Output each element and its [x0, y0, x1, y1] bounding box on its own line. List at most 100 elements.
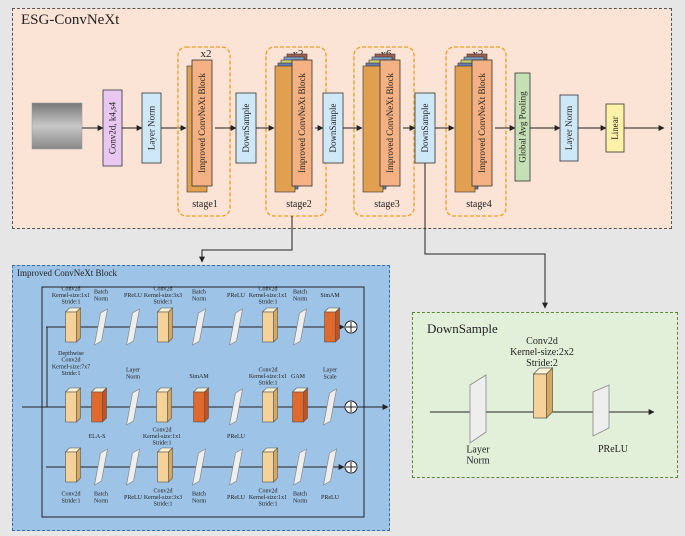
stage-border-1	[177, 46, 231, 217]
text-line: SimAM	[189, 374, 209, 380]
row2-conv-6-side	[273, 387, 278, 423]
text-line: Norm	[293, 296, 307, 302]
block-inner-frame	[41, 286, 365, 518]
text-line: Scale	[324, 374, 337, 380]
text-line: Linear	[610, 116, 620, 139]
row2-conv-0-side	[76, 387, 81, 423]
row3-label-2: PReLU	[124, 495, 143, 501]
improved-block-3	[379, 59, 401, 187]
row2-attn-1-side	[102, 387, 107, 423]
downsample-panel-title: DownSample	[427, 321, 498, 336]
text-line: Conv2d	[258, 367, 277, 373]
conv-stem-label: Conv2d, k4,s4	[108, 101, 118, 154]
block-panel-title: Improved ConvNeXt Block	[17, 268, 117, 278]
row1-norm-7	[293, 308, 307, 346]
text-line: PReLU	[321, 495, 340, 501]
row2-attn-7-side	[303, 387, 308, 423]
row3-conv-6	[262, 451, 274, 483]
ds-prelu	[592, 384, 610, 437]
row1-conv-3	[157, 311, 169, 343]
row2-bottom-label-2: PReLU	[227, 434, 246, 440]
text-line: DownSample	[241, 104, 251, 153]
text-line: stage1	[192, 199, 218, 210]
row2-top-label-2: SimAM	[189, 374, 209, 380]
row1-label-5: PReLU	[227, 293, 246, 299]
row2-top-label-4: GAM	[291, 374, 306, 380]
row3-conv-3-side	[168, 447, 173, 483]
improved-block-4-label: Improved ConvNeXt Block	[477, 73, 487, 173]
text-line: Batch	[192, 290, 206, 296]
row2-conv-0	[65, 391, 77, 423]
text-line: PReLU	[598, 444, 629, 455]
improved-block-1-label: Improved ConvNeXt Block	[197, 73, 207, 173]
row2-norm-5	[229, 388, 243, 426]
text-line: Improved ConvNeXt Block	[477, 73, 487, 173]
row1-norm-2	[126, 308, 140, 346]
row1-label-2: PReLU	[124, 293, 143, 299]
text-line: Batch	[293, 492, 307, 498]
text-line: Layer	[126, 368, 140, 374]
row2-norm-8	[323, 388, 337, 426]
row1-conv-6-side	[273, 307, 278, 343]
text-line: Stride:1	[259, 381, 278, 387]
text-line: Stride:2	[526, 358, 558, 369]
row2-attn-4-side	[204, 387, 209, 423]
text-line: Kernel-size:1x1	[249, 374, 287, 380]
text-line: Norm	[192, 296, 206, 302]
text-line: Layer Norm	[564, 106, 574, 150]
text-line: Conv2d	[61, 492, 80, 498]
text-line: x2	[201, 48, 212, 60]
row2-attn-4	[193, 391, 205, 423]
stage-label-1: stage1	[192, 199, 218, 210]
row2-norm-2	[126, 388, 140, 426]
row3-norm-5	[229, 448, 243, 486]
row3-label-5: PReLU	[227, 495, 246, 501]
text-line: Conv2d, k4,s4	[108, 101, 118, 154]
text-line: Improved ConvNeXt Block	[385, 73, 395, 173]
text-line: Conv2d	[526, 336, 558, 347]
text-line: Stride:1	[154, 300, 173, 306]
row2-attn-7	[292, 391, 304, 423]
text-line: Conv2d	[258, 286, 277, 292]
text-line: ELA-S	[89, 434, 106, 440]
text-line: SimAM	[320, 293, 340, 299]
stage-border-4	[445, 46, 507, 217]
row1-conv-0-side	[76, 307, 81, 343]
row1-simam-side	[335, 307, 340, 343]
text-line: Kernel-size:3x3	[144, 293, 182, 299]
row2-bottom-label-0: ELA-S	[89, 434, 106, 440]
row3-label-8: PReLU	[321, 495, 340, 501]
row1-simam	[324, 311, 336, 343]
stage-label-3: stage3	[374, 199, 400, 210]
text-line: Kernel-size:3x3	[144, 495, 182, 501]
text-line: Improved ConvNeXt Block	[197, 73, 207, 173]
row3-conv-6-side	[273, 447, 278, 483]
text-line: Stride:1	[62, 300, 81, 306]
improved-block-1	[191, 59, 213, 187]
text-line: Kernel-size:1x1	[249, 495, 287, 501]
ds-conv	[533, 373, 547, 419]
text-line: Batch	[94, 492, 108, 498]
text-line: Stride:1	[62, 371, 81, 377]
row2-conv-3-side	[167, 387, 172, 423]
row1-norm-1	[94, 308, 108, 346]
text-line: Kernel-size:2x2	[510, 347, 574, 358]
stage-label-2: stage2	[286, 199, 312, 210]
ds-prelu-label: PReLU	[598, 444, 629, 455]
text-line: Norm	[466, 456, 490, 467]
row3-norm-4	[192, 448, 206, 486]
text-line: Depthwise	[58, 351, 84, 357]
text-line: PReLU	[124, 293, 143, 299]
